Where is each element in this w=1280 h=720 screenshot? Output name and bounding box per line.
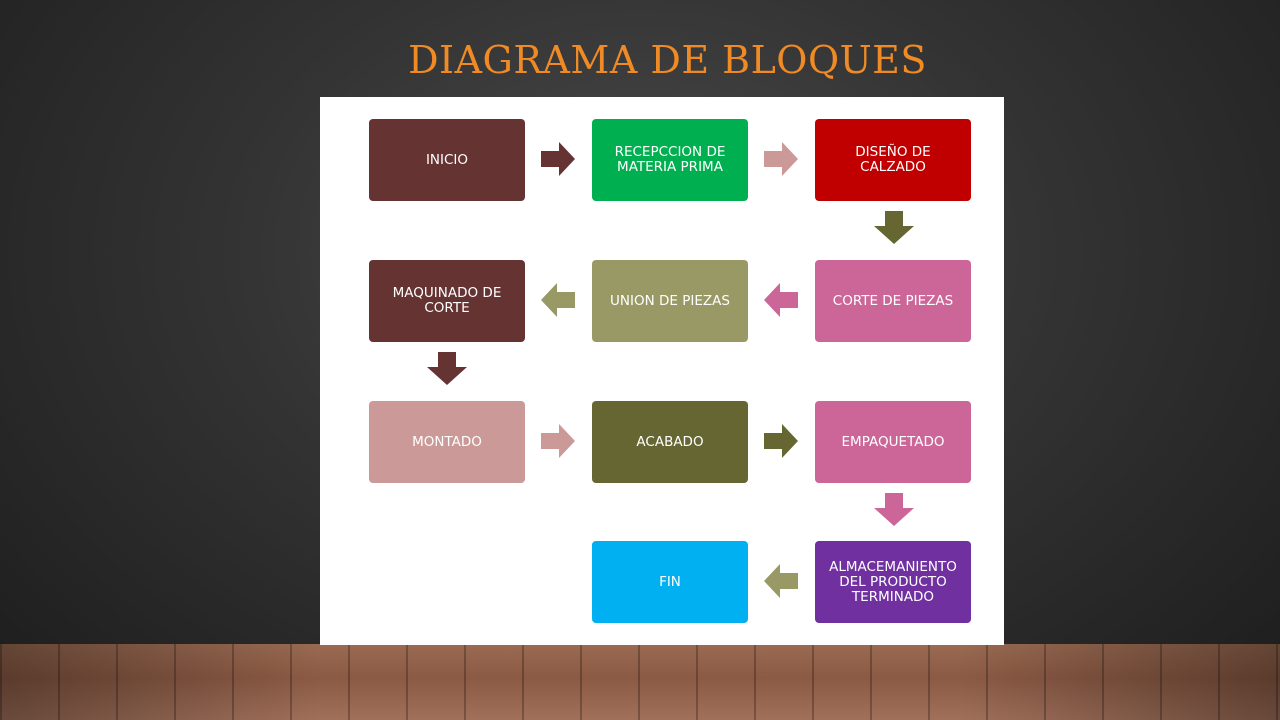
- node-fin: FIN: [592, 541, 748, 623]
- arrow-left-icon: [541, 283, 575, 317]
- node-almacenamiento-producto-terminado: ALMACEMANIENTO DEL PRODUCTO TERMINADO: [815, 541, 971, 623]
- node-acabado: ACABADO: [592, 401, 748, 483]
- node-empaquetado: EMPAQUETADO: [815, 401, 971, 483]
- node-maquinado-corte: MAQUINADO DE CORTE: [369, 260, 525, 342]
- arrow-right-icon: [541, 424, 575, 458]
- arrow-down-icon: [427, 352, 467, 385]
- floor-shadow: [0, 644, 1280, 720]
- node-diseno-calzado: DISEÑO DE CALZADO: [815, 119, 971, 201]
- block-diagram-panel: INICIO RECEPCCION DE MATERIA PRIMA DISEÑ…: [320, 97, 1004, 645]
- arrow-left-icon: [764, 564, 798, 598]
- node-corte-piezas: CORTE DE PIEZAS: [815, 260, 971, 342]
- arrow-down-icon: [874, 211, 914, 244]
- node-inicio: INICIO: [369, 119, 525, 201]
- arrow-right-icon: [541, 142, 575, 176]
- arrow-down-icon: [874, 493, 914, 526]
- slide-title: DIAGRAMA DE BLOQUES: [408, 38, 927, 82]
- wood-floor: [0, 644, 1280, 720]
- node-union-piezas: UNION DE PIEZAS: [592, 260, 748, 342]
- node-recepcion-materia-prima: RECEPCCION DE MATERIA PRIMA: [592, 119, 748, 201]
- arrow-left-icon: [764, 283, 798, 317]
- node-montado: MONTADO: [369, 401, 525, 483]
- arrow-right-icon: [764, 142, 798, 176]
- arrow-right-icon: [764, 424, 798, 458]
